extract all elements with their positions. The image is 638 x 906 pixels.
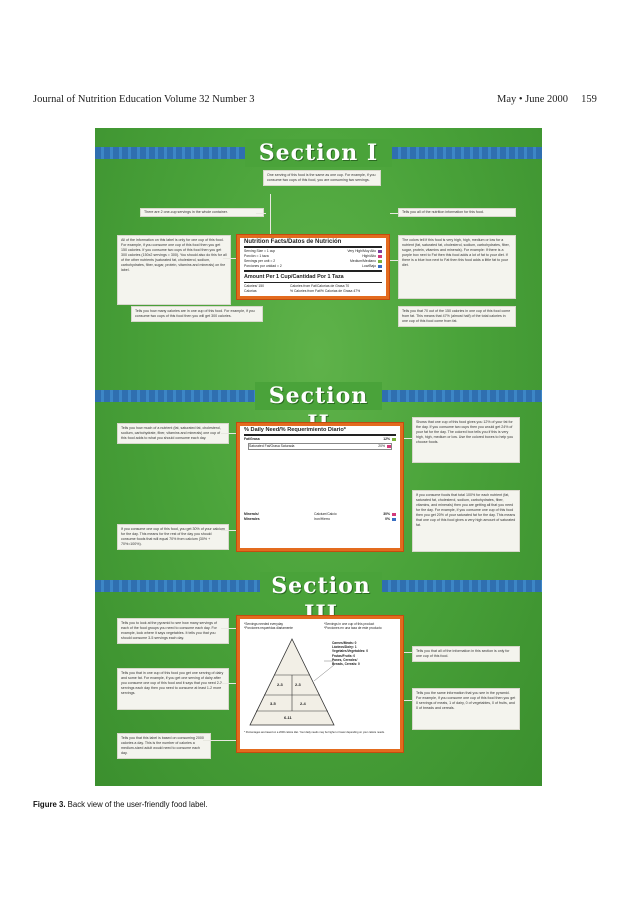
note-calcium: If you consume one cup of this food, you… [117, 524, 229, 550]
iron-level-swatch [392, 517, 396, 521]
note-same-info: Tells you the same information that you … [412, 688, 520, 730]
fat-label: Fat/Grasa [244, 437, 260, 441]
pyramid-tier-vegetables: 3-5 [270, 701, 276, 706]
high-swatch [378, 254, 382, 258]
section-two-title: Section II [255, 382, 382, 437]
fat-level-swatch [392, 437, 396, 441]
saturated-fat-label: Saturated Fat/Grasa Saturada [249, 444, 295, 448]
amount-per-cup: Amount Per 1 Cup/Cantidad Por 1 Taza [244, 274, 344, 280]
saturated-fat-percent: 20% [378, 444, 385, 448]
calcium-percent: 30% [383, 512, 390, 516]
figure-caption: Figure 3. Back view of the user-friendly… [33, 800, 208, 809]
minerales-label: Minerales [244, 517, 260, 521]
legend-medium: Medium/Mediano [349, 259, 376, 263]
servings-in-cup-header: *Servings in one cup of this product *Po… [324, 622, 382, 631]
low-swatch [378, 264, 382, 268]
calories-value: Calories/ 150 [244, 284, 264, 288]
note-twelve: Shows that one cup of this food gives yo… [412, 417, 520, 463]
iron-label: Iron/Hierro [314, 517, 331, 521]
very-high-swatch [378, 249, 382, 253]
calories-from-fat: Calories from Fat/Calorías de Grasa 70 [290, 284, 350, 288]
figure-label: Figure 3. [33, 800, 66, 809]
note-hundred: If you consume foods that total 100% for… [412, 490, 520, 552]
calcium-label: Calcium/Calcio [314, 512, 337, 516]
iron-percent: 0% [385, 517, 390, 521]
nutrition-facts-title: Nutrition Facts/Datos de Nutrición [244, 239, 342, 245]
section-one-title: Section I [245, 139, 392, 167]
section-three-title: Section III [260, 572, 382, 627]
page-date-header: May • June 2000 159 [497, 94, 597, 105]
pyramid-tier-meat: 2-3 [295, 682, 301, 687]
minerals-label: Minerals/ [244, 512, 259, 516]
journal-header: Journal of Nutrition Education Volume 32… [33, 94, 255, 105]
fat-percent: 12% [383, 437, 390, 441]
note-two-cup: There are 2 one-cup servings in the whol… [140, 208, 264, 217]
figure-caption-text: Back view of the user-friendly food labe… [65, 800, 208, 809]
medium-swatch [378, 259, 382, 263]
note-seventy: Tells you that 70 out of the 150 calorie… [398, 306, 516, 327]
percent-calories-fat: % Calories from Fat/% Calorías de Grasa … [290, 289, 361, 293]
note-how-much: Tells you how much of a nutrient (fat, s… [117, 423, 229, 444]
calorias-label: Calorías [244, 289, 257, 293]
calcium-level-swatch [392, 512, 396, 516]
pyramid-tier-fruits: 2-4 [300, 701, 306, 706]
note-tells-all: Tells you all of the nutrition informati… [398, 208, 516, 217]
daily-need-panel: % Daily Need/% Requerimiento Diario* Fat… [237, 423, 403, 551]
sat-fat-level-swatch [387, 444, 391, 448]
servings-needed-header: *Servings needed everyday *Porciones req… [244, 622, 293, 631]
legend-low: Low/Bajo [362, 264, 376, 268]
serving-size: Serving Size = 1 cup [244, 249, 276, 253]
porcion: Porción = 1 taza [244, 254, 269, 258]
daily-need-title: % Daily Need/% Requerimiento Diario* [244, 427, 346, 433]
pyramid-footnote: * Percentages are based on a 2000 calori… [244, 731, 385, 734]
nutrition-facts-panel: Nutrition Facts/Datos de Nutrición Servi… [237, 235, 389, 299]
note-colors: The colors tell if this food is very hig… [398, 235, 516, 299]
servings-per-unit: Servings per unit = 2 [244, 259, 276, 263]
food-group-servings: Carnes/Meats: 0 Lácteos/Dairy: 1 Vegetal… [332, 641, 368, 667]
note-pyramid: Tells you to look at the pyramid to see … [117, 618, 229, 644]
food-label-poster: Section I One serving of this food is th… [95, 128, 542, 786]
pyramid-tier-dairy: 2-3 [277, 682, 283, 687]
porciones-por-unidad: Porciones por unidad = 2 [244, 264, 282, 268]
section-two-bar: Section II [95, 381, 542, 437]
note-two-thousand: Tells you that this label is based on co… [117, 733, 211, 759]
section-one-bar: Section I [95, 138, 542, 168]
section-three-bar: Section III [95, 571, 542, 627]
note-calories-cup: Tells you how many calories are in one c… [131, 306, 263, 322]
legend-high: High/Alto [362, 254, 376, 258]
food-pyramid-panel: *Servings needed everyday *Porciones req… [237, 616, 403, 752]
food-pyramid-graphic [249, 638, 335, 726]
note-one-serving: One serving of this food is the same as … [263, 170, 381, 186]
legend-very-high: Very High/Muy Alto [347, 249, 376, 253]
pyramid-tier-grains: 6-11 [284, 715, 292, 720]
note-dairy: Tells you that in one cup of this food y… [117, 668, 229, 710]
note-all-info: All of the information on this label is … [117, 235, 231, 305]
note-only-one: Tells you that all of the information in… [412, 646, 520, 662]
